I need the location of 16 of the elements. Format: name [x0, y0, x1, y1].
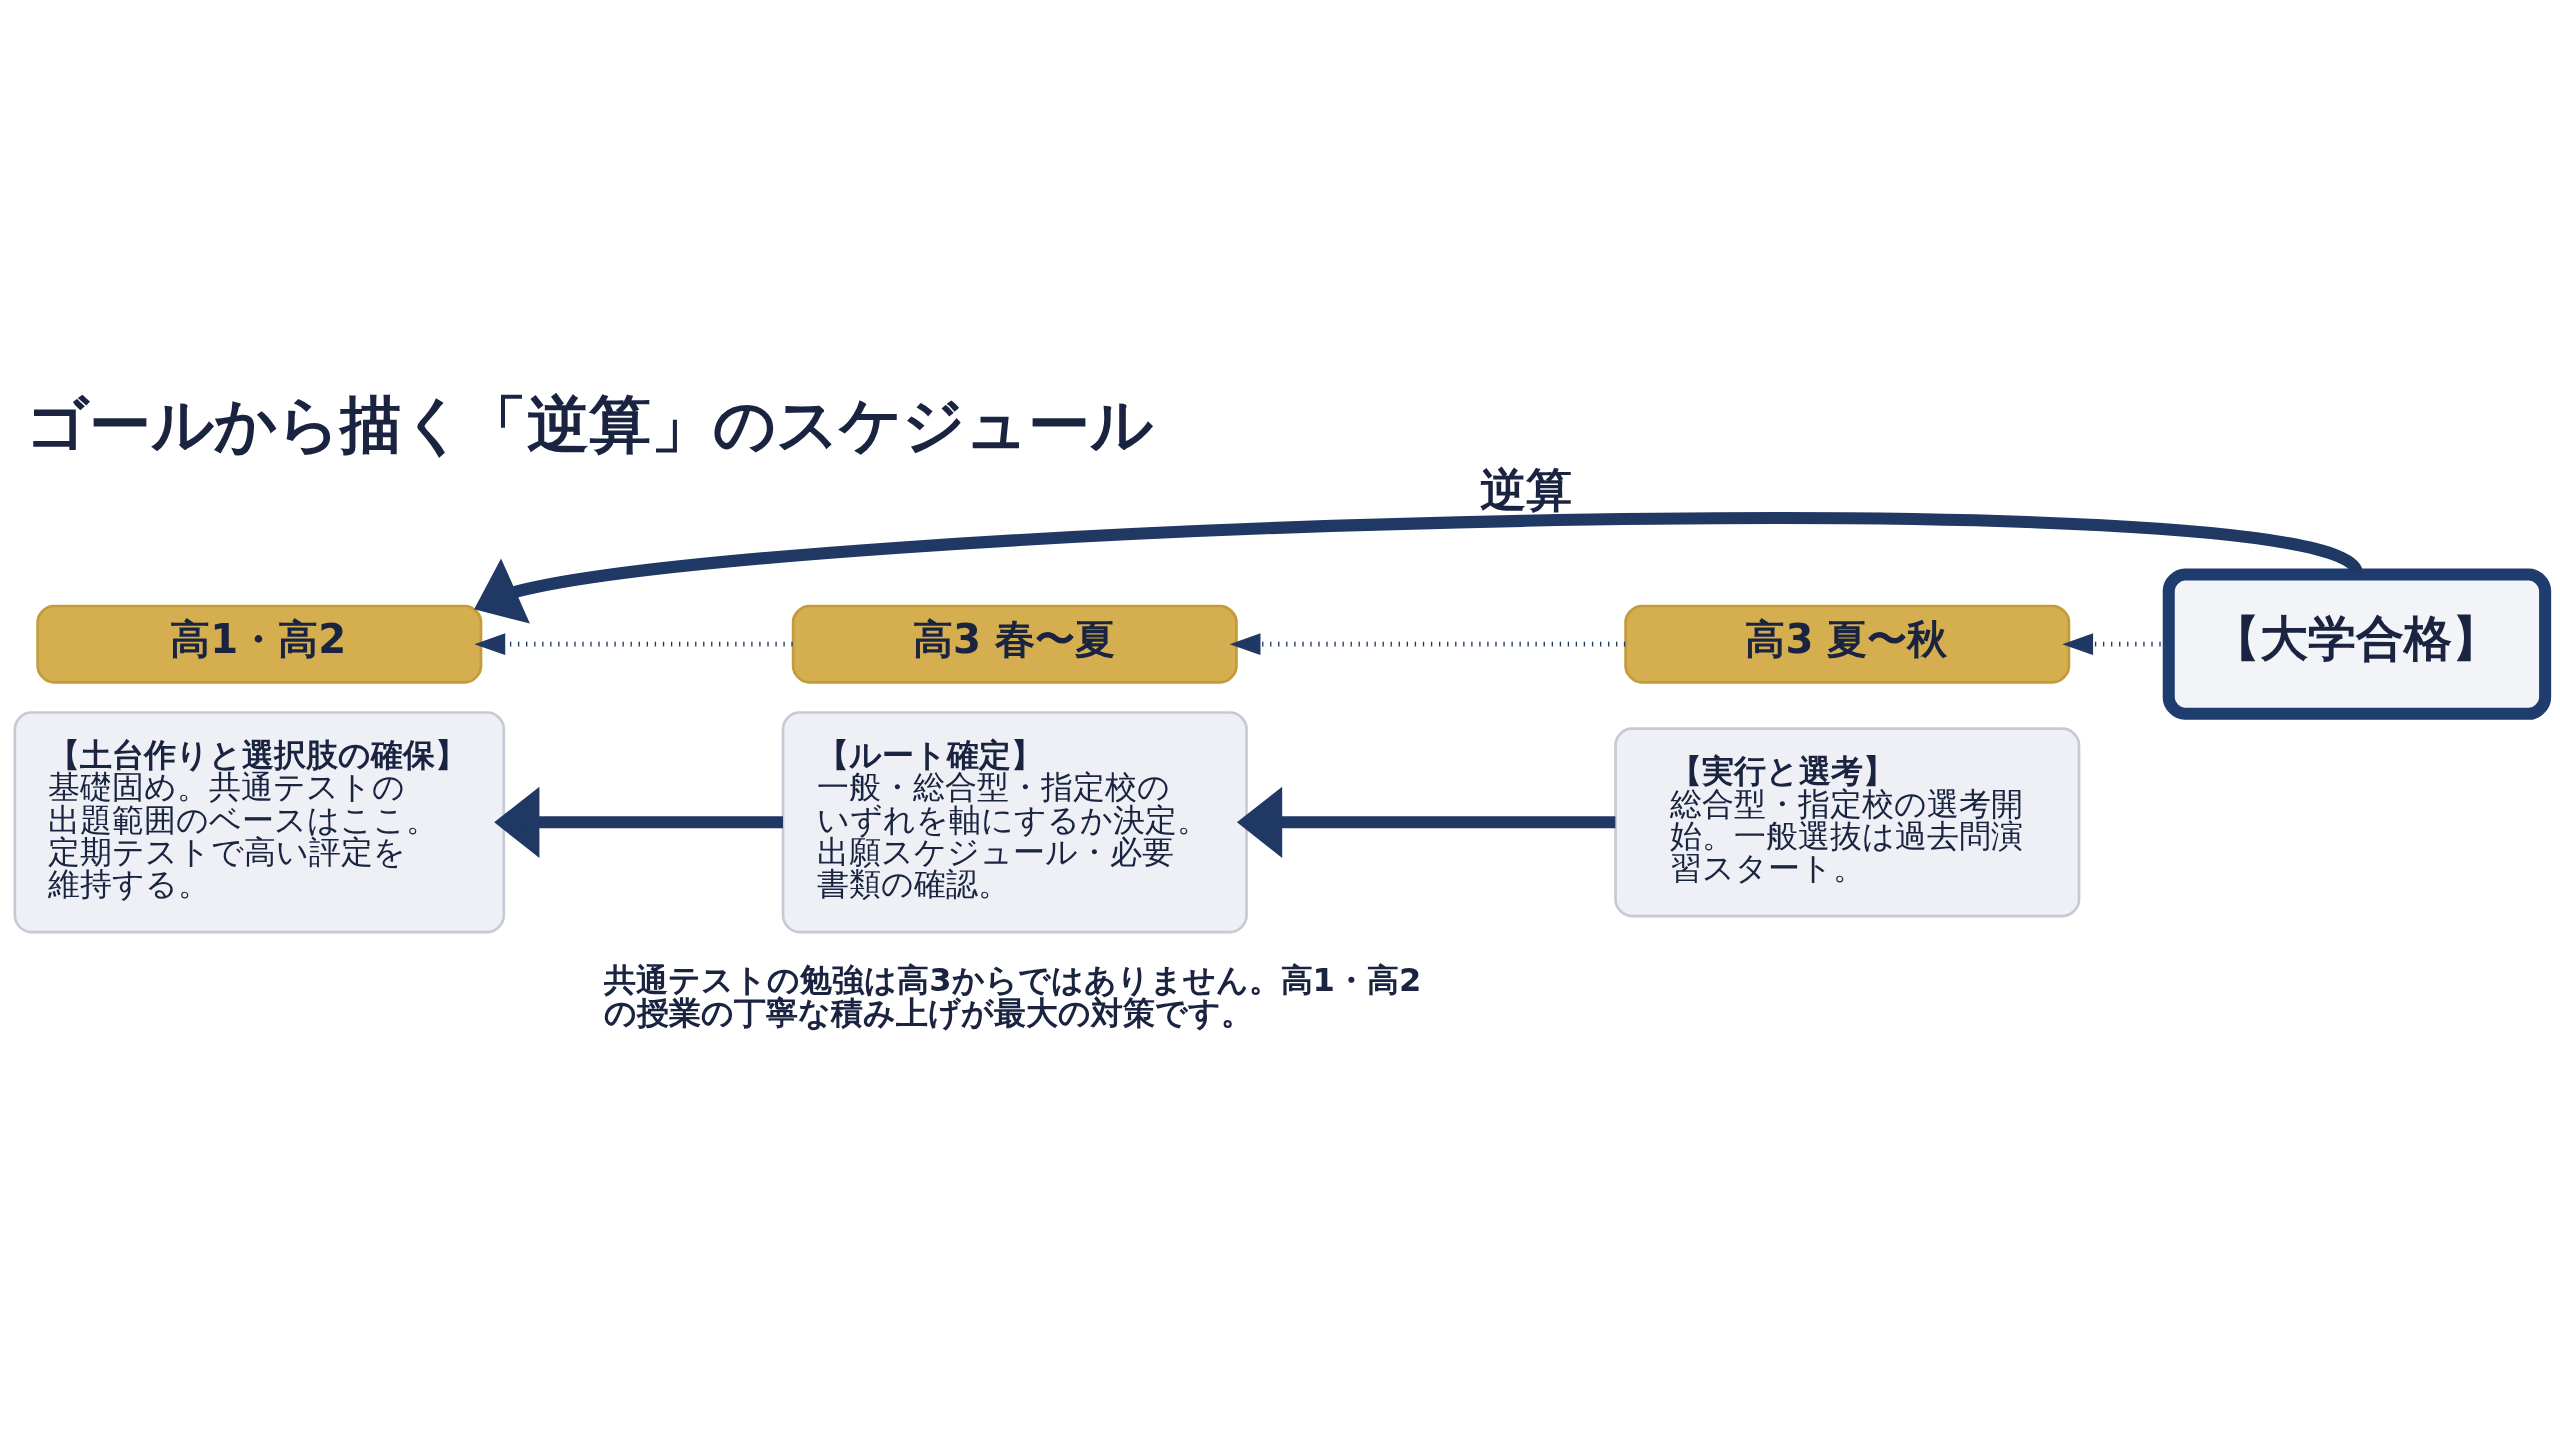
- node-box: 高3 春〜夏: [791, 604, 1238, 684]
- diagram-title: ゴールから描く「逆算」のスケジュール: [25, 388, 1153, 461]
- node-box: 【ルート確定】 一般・総合型・指定校のいずれを軸にするか決定。出願スケジュール・必要書類の確認。: [781, 711, 1248, 934]
- node-box: 【実行と選考】 総合型・指定校の選考開始。一般選抜は過去問演習スタート。: [1614, 727, 2081, 918]
- label: 共通テストの勉強は高3からではありません。高1・高2の授業の丁寧な積み上げが最大の対策です。: [604, 961, 1422, 1032]
- node-box: 高3 夏〜秋: [1624, 604, 2071, 684]
- arrow: [2062, 633, 2169, 655]
- node-box: 【土台作りと選択肢の確保】 基礎固め。共通テストの出題範囲のベースはここ。定期テストで高い評定を維持する。: [13, 711, 506, 934]
- arrow: [1229, 633, 1626, 655]
- edge-label: 逆算: [1480, 464, 1573, 518]
- arrow: [474, 512, 2361, 624]
- node-box: 高1・高2: [36, 604, 483, 684]
- arrow: [494, 786, 783, 858]
- node-box: 【大学合格】: [2162, 568, 2552, 720]
- arrow: [1236, 786, 1616, 858]
- arrow: [474, 633, 793, 655]
